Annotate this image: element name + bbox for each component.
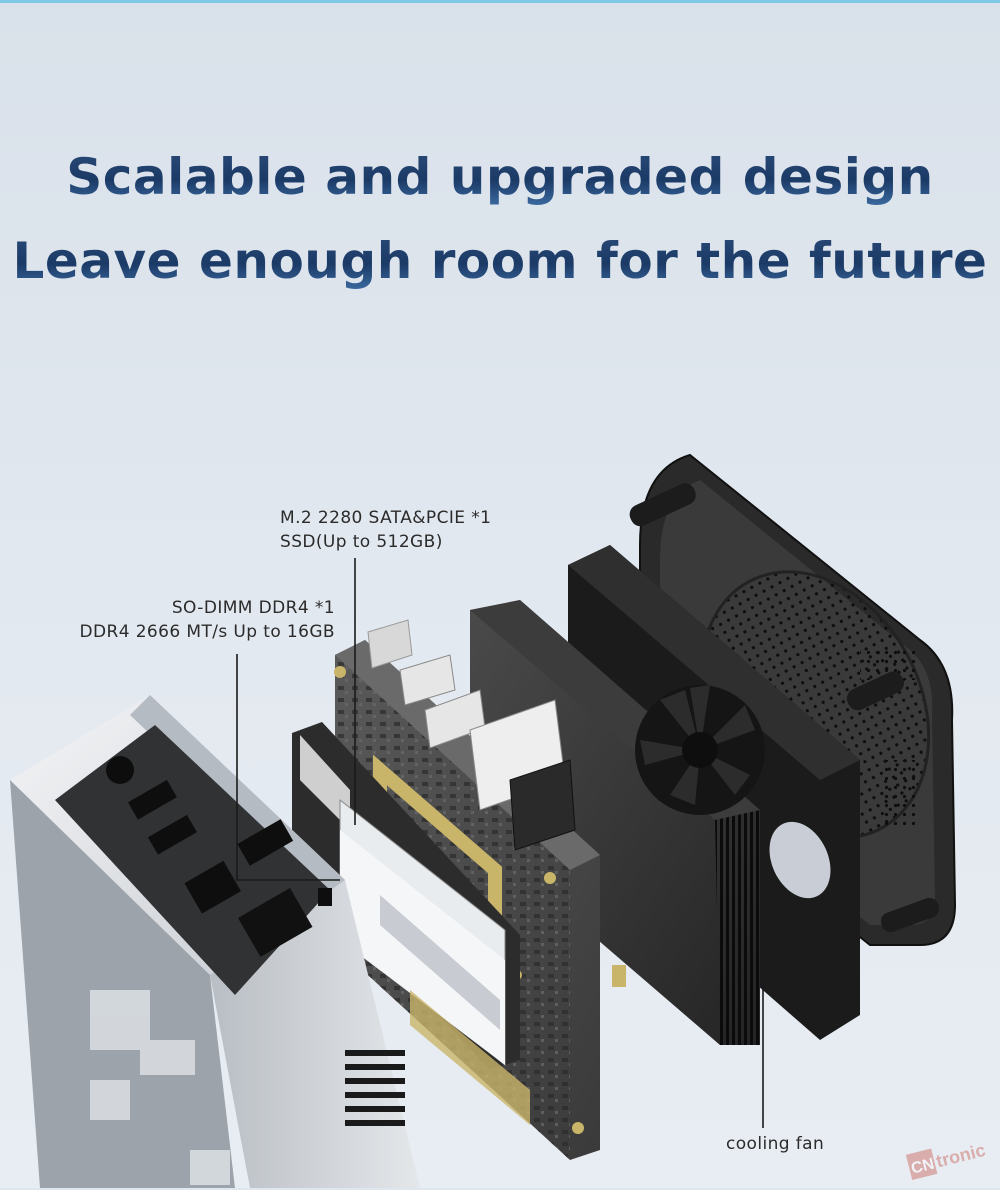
svg-text:CN: CN: [910, 1156, 937, 1178]
svg-text:tronic: tronic: [934, 1140, 987, 1172]
top-accent-line: [0, 0, 1000, 3]
watermark-logo: CN tronic: [905, 1140, 987, 1181]
headline-line-1: Scalable and upgraded design: [0, 148, 1000, 206]
silver-case: [10, 695, 420, 1188]
ssd-callout-line-1: M.2 2280 SATA&PCIE *1: [280, 508, 492, 528]
ssd-and-ram-modules: [292, 722, 530, 1125]
ram-callout-line-1: SO-DIMM DDR4 *1: [171, 598, 335, 618]
callout-leader-lines: [236, 558, 764, 1128]
ssd-callout-line-2: SSD(Up to 512GB): [280, 532, 443, 552]
ram-callout: SO-DIMM DDR4 *1 DDR4 2666 MT/s Up to 16G…: [40, 596, 335, 644]
headline-line-2: Leave enough room for the future: [0, 232, 1000, 290]
fan-callout: cooling fan: [726, 1132, 824, 1156]
ssd-callout: M.2 2280 SATA&PCIE *1 SSD(Up to 512GB): [280, 506, 491, 554]
fan-callout-label: cooling fan: [726, 1134, 825, 1154]
ram-leader-line: [236, 654, 340, 881]
ram-callout-line-2: DDR4 2666 MT/s Up to 16GB: [79, 622, 335, 642]
